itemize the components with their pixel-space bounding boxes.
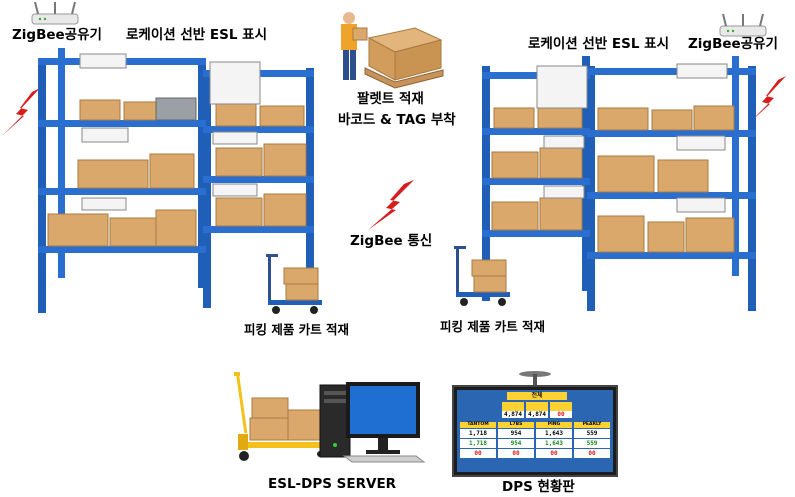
pallet-label-line1: 팔렛트 적재: [357, 91, 424, 107]
dps-top-0: 4,874: [502, 402, 524, 418]
location-shelf-right-label: 로케이션 선반 ESL 표시: [528, 36, 670, 52]
dps-board-mount: [519, 371, 551, 388]
zigbee-comm-label: ZigBee 통신: [350, 233, 433, 249]
cart-icon-right: [454, 246, 510, 306]
dps-col-0: TANTOM 1,718 1,718 00: [460, 422, 496, 469]
dps-columns: TANTOM 1,718 1,718 00 L7BS 954 954 00 PI…: [460, 422, 610, 469]
gateway-left-label: ZigBee공유기: [12, 27, 102, 43]
dps-board-label: DPS 현황판: [502, 479, 575, 495]
lightning-icon-center: [368, 180, 414, 230]
dps-board: 전체 4,874 4,874 00 TANTOM 1,718 1,718 00 …: [452, 385, 618, 477]
router-icon-left: [31, 1, 79, 25]
server-label: ESL-DPS SERVER: [268, 476, 397, 492]
picking-cart-right-label: 피킹 제품 카트 적재: [440, 319, 546, 334]
dps-top-2: 00: [550, 402, 572, 418]
server-tower-icon: [319, 384, 351, 458]
dps-col-3: PEARLY 559 559 00: [574, 422, 610, 469]
dps-col-2: PING 1,643 1,643 00: [536, 422, 572, 469]
dps-screen: 전체 4,874 4,874 00 TANTOM 1,718 1,718 00 …: [457, 390, 613, 472]
pallet-jack-icon: [234, 372, 326, 461]
storage-rack-right: [482, 56, 756, 311]
gateway-right-label: ZigBee공유기: [688, 36, 778, 52]
cart-icon-left: [266, 254, 322, 314]
dps-col-1: L7BS 954 954 00: [498, 422, 534, 469]
dps-head: 전체: [507, 392, 567, 400]
storage-rack-left: [38, 48, 314, 313]
location-shelf-left-label: 로케이션 선반 ESL 표시: [126, 27, 268, 43]
lightning-icon-left: [2, 88, 40, 136]
router-icon-right: [719, 13, 767, 37]
lightning-icon-right: [748, 76, 786, 124]
worker-pallet: [341, 12, 444, 89]
pallet-label-line2: 바코드 & TAG 부착: [338, 112, 456, 128]
monitor-icon: [342, 382, 426, 463]
dps-top-1: 4,874: [526, 402, 548, 418]
dps-top-values: 4,874 4,874 00: [502, 402, 572, 418]
picking-cart-left-label: 피킹 제품 카트 적재: [244, 322, 350, 337]
